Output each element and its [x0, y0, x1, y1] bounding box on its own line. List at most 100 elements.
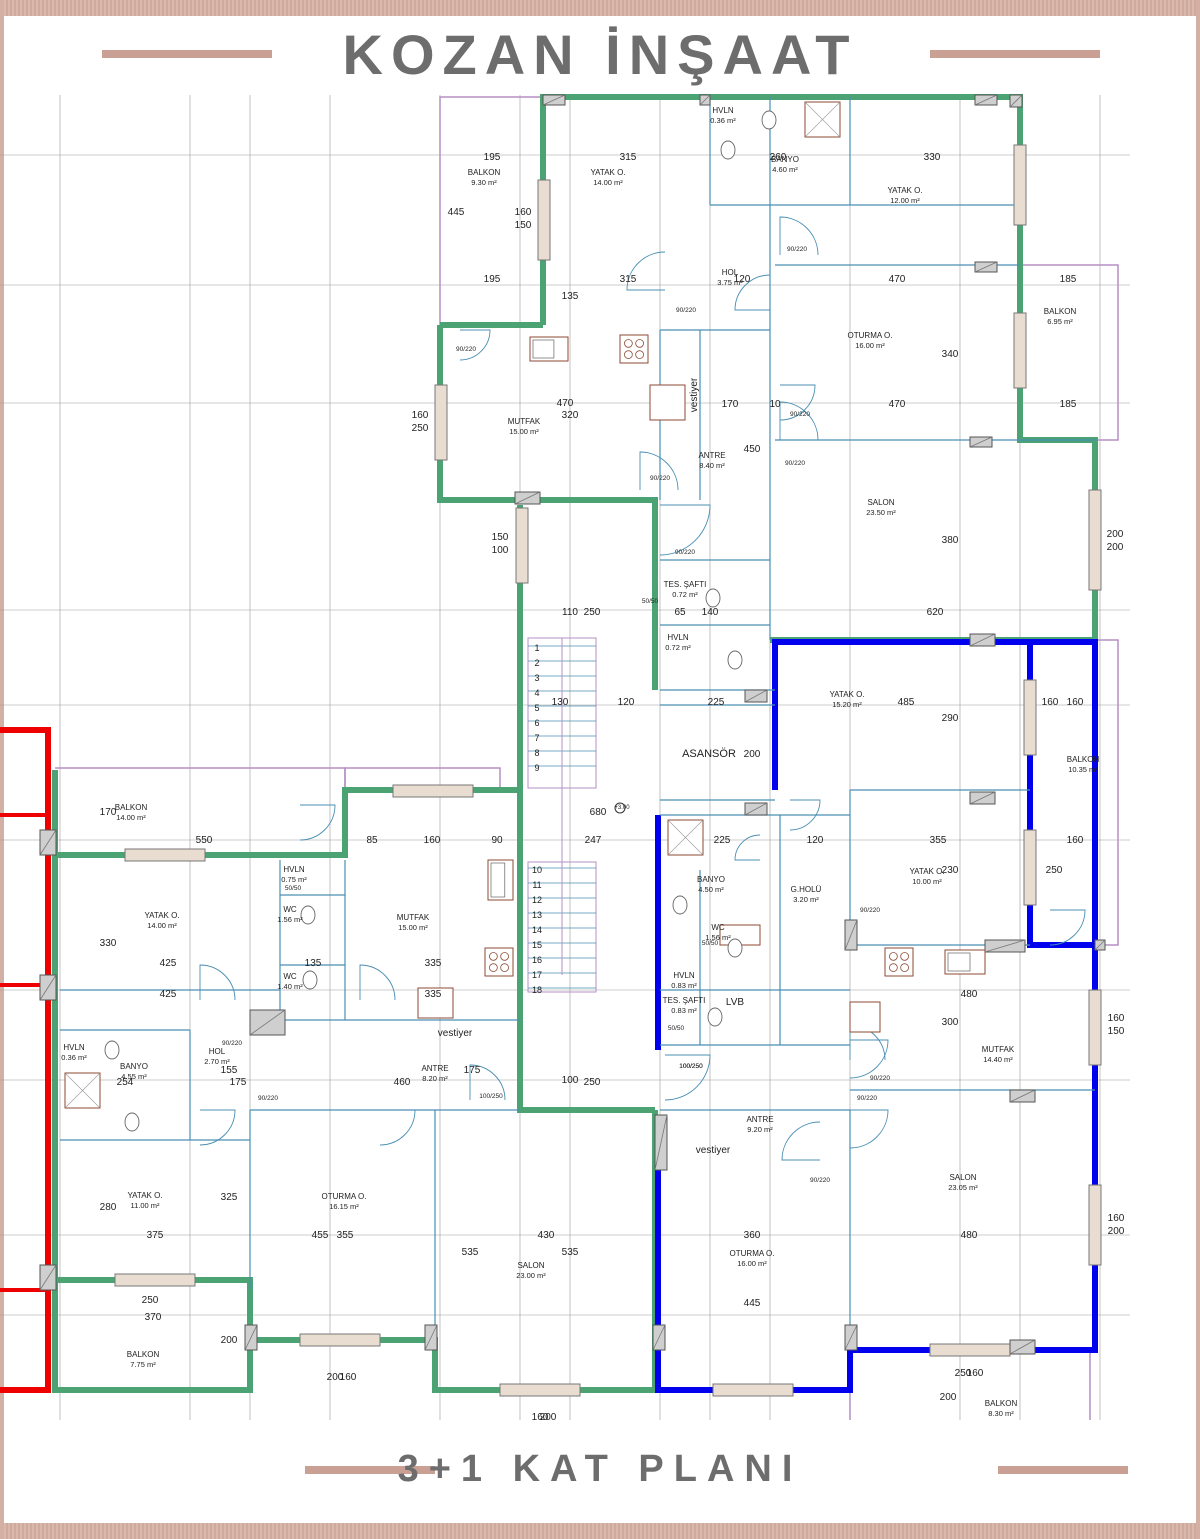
dimension-label: 380: [942, 535, 959, 546]
door-swing: [789, 799, 821, 831]
wall-green: [540, 94, 1098, 643]
room-area: 1.40 m²: [277, 982, 303, 991]
dimension-label: 315: [620, 274, 637, 285]
dimension-label: 330: [924, 152, 941, 163]
window: [392, 784, 474, 798]
room-area: 8.20 m²: [422, 1074, 448, 1083]
plan-label: vestiyer: [696, 1145, 731, 1156]
balcony-railing: [344, 767, 501, 790]
room-name: WC: [283, 905, 297, 914]
stove-burner: [624, 339, 633, 348]
window: [1088, 989, 1102, 1066]
plan-label: vestiyer: [689, 377, 700, 412]
door-swing: [734, 834, 761, 861]
dimension-label: 325: [221, 1192, 238, 1203]
dimension-label: 247: [585, 835, 602, 846]
toilet-bowl: [727, 938, 743, 958]
dimension-label: 470: [557, 398, 574, 409]
door-swing: [734, 274, 771, 311]
stove-burner: [500, 952, 509, 961]
room-area: 0.75 m²: [281, 875, 307, 884]
dimension-label: 110: [562, 607, 578, 618]
dimension-label: 445: [744, 1298, 761, 1309]
title-rule-right: [930, 50, 1100, 58]
room-area: 16.00 m²: [737, 1259, 767, 1268]
column-hatch: [844, 919, 858, 951]
room-area: 4.50 m²: [698, 885, 724, 894]
column-hatch: [969, 791, 996, 805]
stove-burner: [889, 963, 898, 972]
door-swing: [664, 1054, 711, 1101]
room-name: BALKON: [1067, 755, 1100, 764]
door-size-label: 100/250: [479, 1093, 503, 1100]
dimension-label: 460: [394, 1077, 411, 1088]
wall-blue: [655, 945, 1098, 1393]
dimension-label: 195: [484, 152, 501, 163]
sink-basin: [532, 339, 555, 359]
stove: [484, 947, 514, 977]
dimension-label: 470: [889, 399, 906, 410]
column-hatch: [969, 436, 993, 448]
room-name: ANTRE: [746, 1115, 773, 1124]
window: [1088, 489, 1102, 591]
room-area: 2.70 m²: [204, 1057, 230, 1066]
door-swings: [199, 216, 1086, 1161]
dimension-label: 230: [942, 865, 959, 876]
dimension-label: 160: [532, 1412, 549, 1420]
door-swing: [659, 504, 711, 556]
room-area: 3.75 m²: [717, 278, 743, 287]
room-name: OTURMA O.: [730, 1249, 775, 1258]
door-swing: [779, 216, 819, 256]
room-name: BALKON: [468, 168, 501, 177]
balcony-railings: [55, 96, 1119, 1420]
balcony-railing: [1020, 264, 1119, 441]
column-hatch: [39, 829, 57, 856]
column-hatch: [1009, 1339, 1036, 1355]
room-name: BALKON: [1044, 307, 1077, 316]
subtitle-rule-right: [998, 1466, 1128, 1474]
stair-step-number: 13: [532, 910, 542, 920]
room-area: 14.00 m²: [593, 178, 623, 187]
stair-step-number: 17: [532, 970, 542, 980]
door-swing: [359, 964, 396, 1001]
room-area: 8.40 m²: [699, 461, 725, 470]
dimension-label: 425: [160, 958, 177, 969]
room-area: 4.60 m²: [772, 165, 798, 174]
stair-step-number: 4: [534, 688, 539, 698]
room-name: HOL: [209, 1047, 226, 1056]
dimension-label: 175: [464, 1065, 481, 1076]
dimension-label: 150: [492, 532, 509, 543]
door-size-label: 90/220: [676, 307, 696, 314]
room-name: MUTFAK: [397, 913, 430, 922]
level-marker: [614, 802, 626, 814]
stove-burner: [489, 952, 498, 961]
dimension-label: 200: [940, 1392, 957, 1403]
dimension-label: 160: [424, 835, 441, 846]
dimension-label: 160: [1108, 1013, 1125, 1024]
room-name: MUTFAK: [508, 417, 541, 426]
room-name: ASANSÖR: [682, 748, 736, 760]
stair-step-number: 12: [532, 895, 542, 905]
room-area: 0.83 m²: [671, 1006, 697, 1015]
room-area: 23.00 m²: [516, 1271, 546, 1280]
door-size-label: 50/50: [668, 1025, 685, 1032]
room-name: SALON: [867, 498, 894, 507]
dimension-label: 10: [769, 399, 781, 410]
stair-step-number: 9: [534, 763, 539, 773]
window: [1023, 829, 1037, 906]
dimension-label: 425: [160, 989, 177, 1000]
room-area: 9.30 m²: [471, 178, 497, 187]
room-name: OTURMA O.: [848, 331, 893, 340]
room-name: BALKON: [115, 803, 148, 812]
dimension-label: 335: [425, 958, 442, 969]
dimension-label: 430: [538, 1230, 555, 1241]
door-size-label: 90/220: [785, 460, 805, 467]
dimension-label: 620: [927, 607, 944, 618]
dimension-label: 160: [1067, 697, 1084, 708]
dimension-label: 155: [221, 1065, 238, 1076]
stair-step-number: 18: [532, 985, 542, 995]
door-swing: [379, 1109, 416, 1146]
title-rule-left: [102, 50, 272, 58]
dimension-label: 260: [770, 152, 787, 163]
toilet-bowl: [672, 895, 688, 915]
